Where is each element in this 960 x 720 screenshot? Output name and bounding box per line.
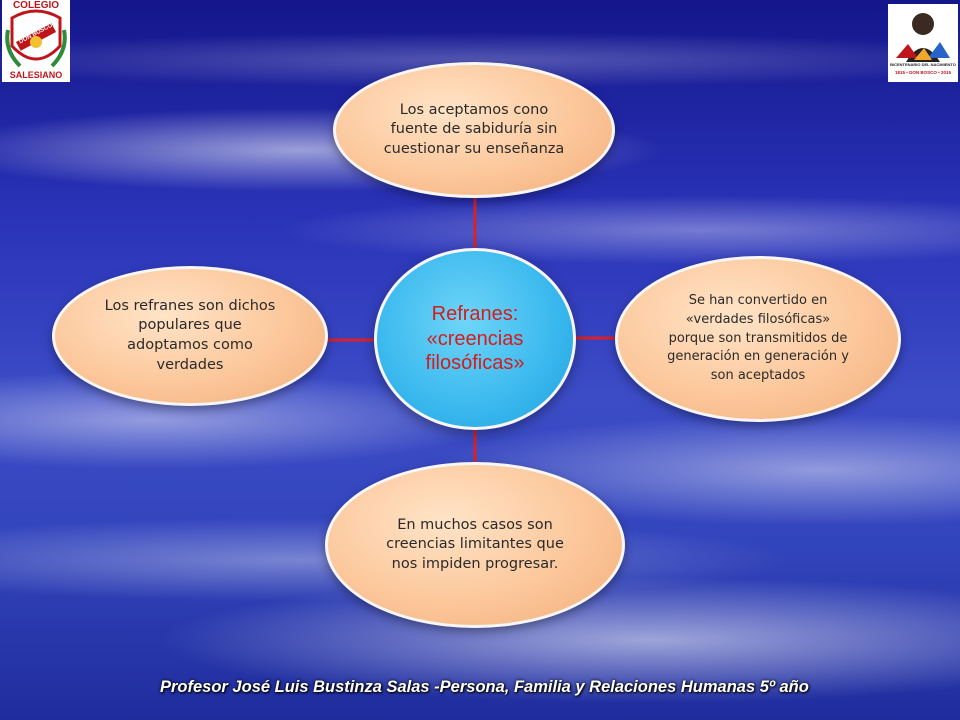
node-bottom: En muchos casos son creencias limitantes… [325,462,625,628]
node-left: Los refranes son dichos populares que ad… [52,266,328,406]
node-bottom-text: En muchos casos son creencias limitantes… [386,516,564,572]
crest-icon [5,9,67,68]
node-right: Se han convertido en «verdades filosófic… [615,256,901,422]
logo-top-text: COLEGIO [12,0,60,11]
central-node-text: Refranes: «creencias filosóficas» [425,303,525,375]
central-node: Refranes: «creencias filosóficas» [374,248,576,430]
logo-years: 1815 • DON BOSCO • 2015 [895,70,951,75]
node-left-text: Los refranes son dichos populares que ad… [104,297,276,373]
colegio-salesiano-logo: COLEGIO DON BOSCO SALESIANO [2,0,70,82]
logo-bottom-text: SALESIANO [9,70,63,80]
logo-caption: BICENTENARIO DEL NACIMIENTO [890,62,956,67]
don-bosco-portrait-icon [896,13,950,62]
bicentenario-don-bosco-logo: BICENTENARIO DEL NACIMIENTO 1815 • DON B… [888,4,958,82]
node-right-text: Se han convertido en «verdades filosófic… [667,292,849,384]
footer-credit: Profesor José Luis Bustinza Salas -Perso… [160,678,809,696]
node-top: Los aceptamos cono fuente de sabiduría s… [333,62,615,198]
node-top-text: Los aceptamos cono fuente de sabiduría s… [383,101,565,157]
